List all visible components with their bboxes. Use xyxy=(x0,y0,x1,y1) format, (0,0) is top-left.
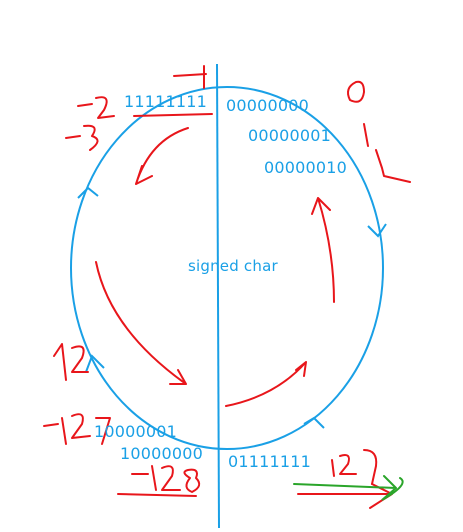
minus-one-mark xyxy=(173,65,207,89)
minus-128-mark xyxy=(131,465,201,493)
arrow-right-ascending xyxy=(311,197,335,303)
minus-127-mark xyxy=(43,413,111,445)
one-two-seven-mark xyxy=(53,343,89,381)
one-two-seven-right-mark xyxy=(331,449,378,485)
two-mark xyxy=(375,149,411,183)
label-00000001: 00000001 xyxy=(248,126,332,145)
overflow-arrow-green xyxy=(293,475,404,501)
label-00000010: 00000010 xyxy=(264,158,348,177)
label-11111111: 11111111 xyxy=(124,92,208,111)
sign-divider xyxy=(216,63,220,529)
underline-minus-128 xyxy=(117,493,197,497)
zero-mark xyxy=(347,80,365,103)
label-10000000: 10000000 xyxy=(120,444,204,463)
ring-tick-lower-right xyxy=(303,416,325,429)
arrow-bottom-right xyxy=(225,361,307,407)
arrow-top-left xyxy=(135,127,189,185)
ring-tick-lower-left xyxy=(85,354,105,373)
label-00000000: 00000000 xyxy=(226,96,310,115)
label-signed-char: signed char xyxy=(188,257,278,275)
ring-tick-right xyxy=(367,223,387,238)
one-mark xyxy=(363,123,369,147)
minus-two-mark xyxy=(77,96,115,119)
arrow-left-descending xyxy=(95,261,187,385)
minus-three-mark xyxy=(65,124,99,151)
label-10000001: 10000001 xyxy=(94,422,178,441)
ring-tick-left xyxy=(77,186,99,199)
value-ring xyxy=(70,86,384,450)
label-01111111: 01111111 xyxy=(228,452,312,471)
underline-top-left xyxy=(133,113,213,117)
red-annotations xyxy=(43,65,411,509)
